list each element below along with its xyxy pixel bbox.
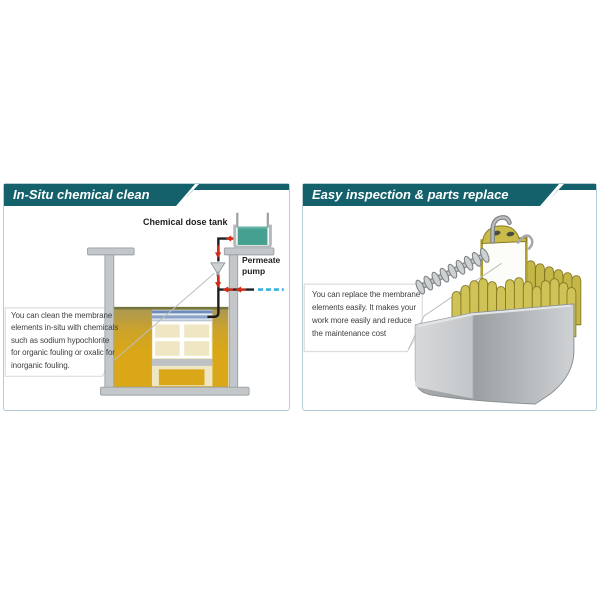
replace-description-note: You can replace the membrane elements ea… — [312, 290, 421, 338]
chemical-dose-tank-graphic — [233, 212, 272, 249]
panel-title-banner: Easy inspection & parts replace — [303, 184, 559, 206]
hanger-rings — [415, 247, 490, 295]
panel-in-situ-chemical-clean: In-Situ chemical clean Chemical dose tan… — [3, 183, 290, 411]
chemical-dose-tank-label: Chemical dose tank — [143, 217, 228, 227]
panel-easy-inspection: Easy inspection & parts replace You can … — [302, 183, 597, 411]
callout-leader-line — [109, 272, 215, 365]
parts-replace-illustration — [303, 215, 582, 405]
lift-hook-icon — [490, 215, 512, 244]
panel-title-banner: In-Situ chemical clean — [4, 184, 195, 206]
cable-loop-icon — [516, 234, 534, 251]
panel-title: Easy inspection & parts replace — [312, 187, 509, 202]
membrane-module — [151, 309, 213, 387]
tank-box — [414, 303, 575, 405]
flow-arrows-red — [214, 235, 247, 293]
chemical-clean-diagram — [4, 212, 284, 396]
permeate-pump-label: Permeate pump — [242, 255, 280, 277]
main-tank-structure — [87, 247, 275, 396]
dosing-valve-funnel-icon — [210, 262, 226, 277]
panel-title: In-Situ chemical clean — [13, 187, 150, 202]
permeate-pump-label-line2: pump — [242, 266, 266, 276]
permeate-pump-label-line1: Permeate — [242, 255, 281, 265]
clean-description-note: You can clean the membrane elements in-s… — [11, 311, 119, 370]
